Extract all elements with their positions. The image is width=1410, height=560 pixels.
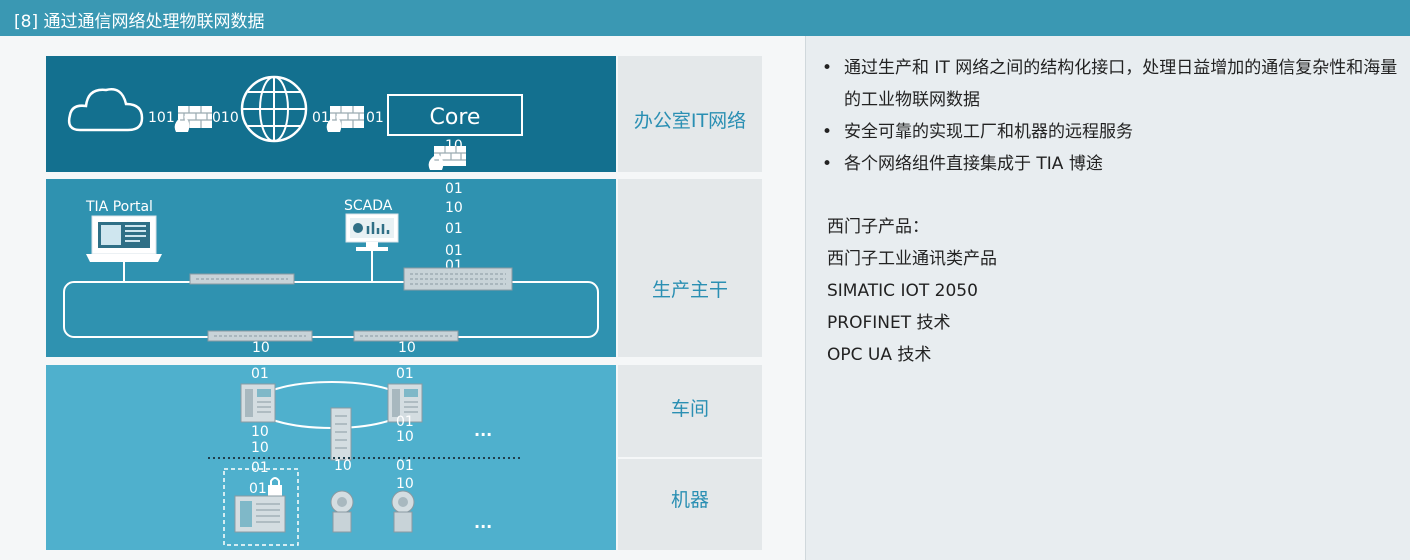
bullet-item: 通过生产和 IT 网络之间的结构化接口，处理日益增加的通信复杂性和海量的工业物联… bbox=[818, 52, 1398, 116]
lock-icon bbox=[268, 477, 282, 496]
benefits-list: 通过生产和 IT 网络之间的结构化接口，处理日益增加的通信复杂性和海量的工业物联… bbox=[818, 52, 1398, 180]
globe-icon bbox=[240, 75, 308, 143]
bits-01-k: 01 bbox=[396, 458, 414, 474]
monitor-icon bbox=[345, 213, 399, 251]
products-section: 西门子产品： 西门子工业通讯类产品 SIMATIC IOT 2050 PROFI… bbox=[827, 211, 1387, 371]
scada-label: SCADA bbox=[344, 198, 393, 214]
switch-icon bbox=[189, 273, 295, 285]
switch-icon bbox=[207, 330, 313, 342]
core-box bbox=[387, 94, 523, 136]
bits-101-a: 101 bbox=[148, 110, 175, 126]
plc-icon bbox=[240, 383, 276, 423]
production-backbone-zone bbox=[46, 179, 616, 357]
bits-01-l: 01 bbox=[249, 481, 267, 497]
bits-10-g: 10 bbox=[251, 440, 269, 456]
bits-01-d: 01 bbox=[445, 221, 463, 237]
bullet-item: 各个网络组件直接集成于 TIA 博途 bbox=[818, 148, 1398, 180]
cloud-icon bbox=[67, 88, 144, 132]
bits-01-g: 01 bbox=[251, 366, 269, 382]
product-item: OPC UA 技术 bbox=[827, 345, 932, 365]
bits-01-h: 01 bbox=[396, 366, 414, 382]
machines-label-cell: 机器 bbox=[618, 459, 762, 550]
drive-motor-icon bbox=[330, 490, 354, 533]
title-bar: [8] 通过通信网络处理物联网数据 bbox=[0, 0, 1410, 36]
bits-10-e: 10 bbox=[398, 340, 416, 356]
network-diagram: 101 010 01 01 Core 10 01 10 01 01 01 TIA… bbox=[63, 75, 599, 546]
workshop-label: 车间 bbox=[670, 398, 709, 420]
core-label: Core bbox=[430, 105, 481, 130]
bits-01-j: 01 bbox=[251, 460, 269, 476]
firewall-icon bbox=[428, 146, 466, 170]
workshop-label-cell: 车间 bbox=[618, 365, 762, 457]
bits-01-a: 01 bbox=[312, 110, 330, 126]
bits-10-d: 10 bbox=[252, 340, 270, 356]
firewall-icon bbox=[326, 106, 364, 132]
bits-10-i: 10 bbox=[334, 458, 352, 474]
plc-icon bbox=[387, 383, 423, 423]
io-module-icon bbox=[330, 407, 352, 461]
office-network-label: 办公室IT网络 bbox=[633, 110, 747, 132]
secured-zone-box bbox=[223, 468, 299, 546]
page-title: [8] 通过通信网络处理物联网数据 bbox=[14, 12, 265, 32]
production-backbone-label: 生产主干 bbox=[651, 279, 728, 301]
bits-01-i: 01 bbox=[396, 414, 414, 430]
bits-010-a: 010 bbox=[212, 110, 239, 126]
bits-10-f: 10 bbox=[251, 424, 269, 440]
product-item: SIMATIC IOT 2050 bbox=[827, 281, 978, 301]
switch-icon bbox=[403, 267, 513, 291]
bits-01-c: 01 bbox=[445, 181, 463, 197]
bits-01-b: 01 bbox=[366, 110, 384, 126]
ellipsis-workshop: ... bbox=[474, 421, 492, 440]
bits-10-h: 10 bbox=[396, 429, 414, 445]
ellipsis-machines: ... bbox=[474, 513, 492, 532]
bits-10-c: 10 bbox=[445, 200, 463, 216]
production-label-cell: 生产主干 bbox=[618, 179, 762, 357]
firewall-icon bbox=[174, 106, 212, 132]
laptop-icon bbox=[86, 215, 162, 262]
machines-label: 机器 bbox=[670, 489, 709, 511]
office-label-cell: 办公室IT网络 bbox=[618, 56, 762, 172]
tia-portal-label: TIA Portal bbox=[85, 199, 153, 215]
switch-icon bbox=[353, 330, 459, 342]
bits-01-e: 01 bbox=[445, 243, 463, 259]
bits-10-j: 10 bbox=[396, 476, 414, 492]
drive-motor-icon bbox=[391, 490, 415, 533]
product-item: PROFINET 技术 bbox=[827, 313, 951, 333]
controller-icon bbox=[234, 495, 286, 533]
products-heading: 西门子产品： bbox=[827, 217, 929, 237]
product-item: 西门子工业通讯类产品 bbox=[827, 249, 997, 269]
backbone-ring bbox=[63, 281, 599, 338]
bullet-item: 安全可靠的实现工厂和机器的远程服务 bbox=[818, 116, 1398, 148]
